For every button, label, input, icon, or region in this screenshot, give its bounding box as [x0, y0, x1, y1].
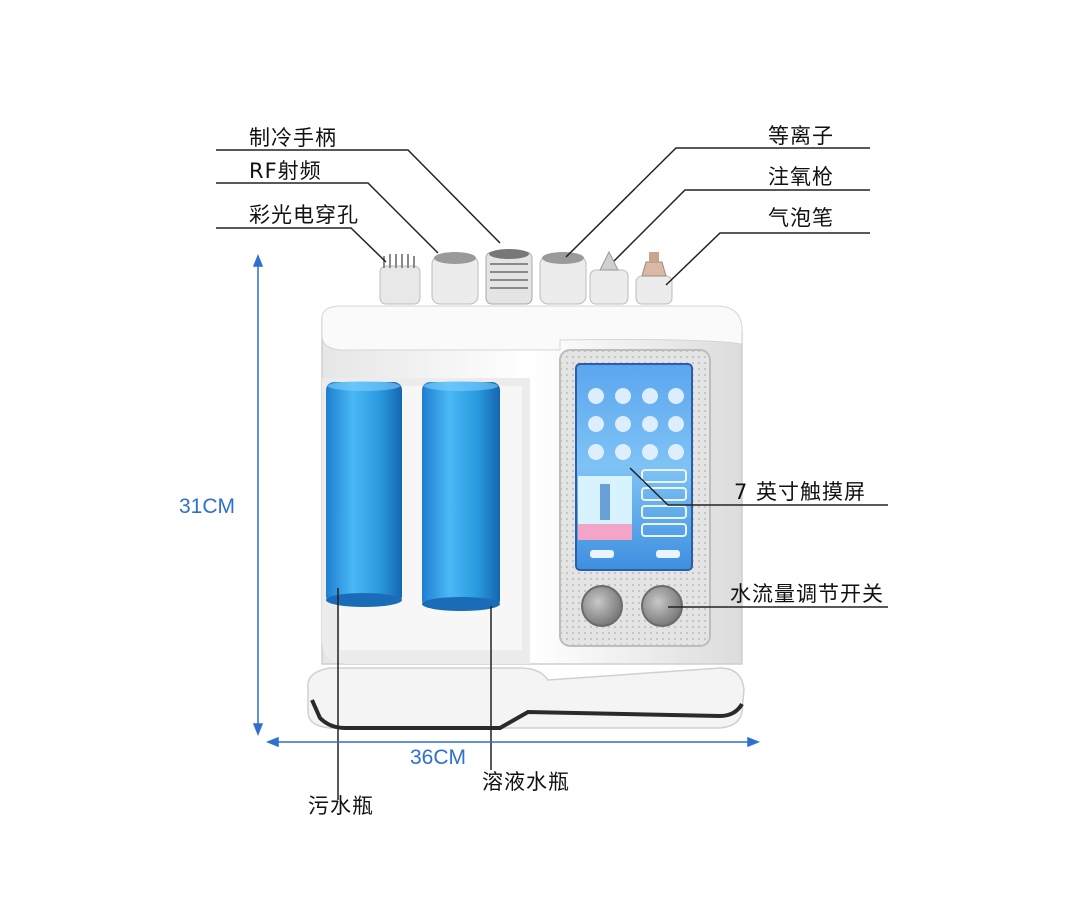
plasma-handpiece [539, 252, 587, 305]
control-panel [559, 349, 711, 647]
label-cooling-handle: 制冷手柄 [249, 126, 337, 150]
dimension-width: 36CM [410, 746, 467, 769]
dimension-arrows [252, 253, 761, 748]
color-light-handpiece [379, 254, 421, 305]
oxygen-gun-handpiece [589, 250, 629, 305]
label-rf: RF射频 [249, 159, 322, 183]
label-flow-switch: 水流量调节开关 [730, 582, 884, 606]
label-bubble-pen: 气泡笔 [768, 206, 834, 230]
label-oxygen-gun: 注氧枪 [768, 165, 834, 189]
waste-bottle [326, 381, 402, 607]
solution-bottle [422, 381, 500, 611]
device-base [307, 667, 745, 730]
dimension-height: 31CM [179, 495, 236, 518]
flow-knob-right [641, 585, 683, 627]
rf-handpiece [431, 252, 479, 305]
flow-knob-left [581, 585, 623, 627]
handpieces [379, 249, 673, 305]
leader-lines [216, 147, 888, 800]
label-touch-screen: 7 英寸触摸屏 [734, 480, 867, 504]
label-waste-bottle: 污水瓶 [308, 794, 374, 818]
cooling-handpiece [485, 249, 533, 305]
label-plasma: 等离子 [768, 124, 834, 148]
bubble-pen-handpiece [635, 252, 673, 305]
label-solution-bottle: 溶液水瓶 [482, 770, 570, 794]
label-color-light: 彩光电穿孔 [249, 203, 359, 227]
